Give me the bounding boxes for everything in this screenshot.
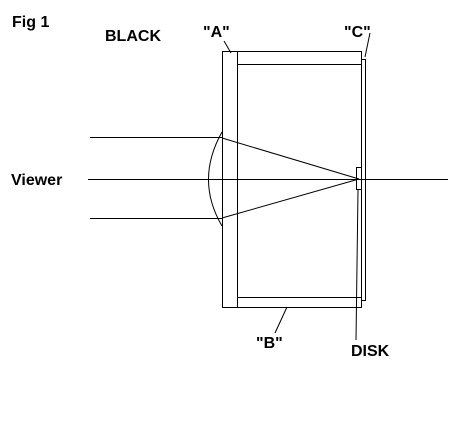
leader-disk <box>355 189 359 341</box>
label-a: "A" <box>203 24 230 41</box>
diagram-lines <box>88 32 448 341</box>
leader-a <box>223 40 232 54</box>
label-black: BLACK <box>105 28 161 45</box>
leader-b <box>274 306 288 334</box>
figure-title: Fig 1 <box>12 14 49 31</box>
leader-c <box>364 32 371 58</box>
label-b: "B" <box>256 335 283 352</box>
cone-top <box>221 137 360 180</box>
top-wall <box>237 51 362 65</box>
label-disk: DISK <box>351 343 390 360</box>
label-viewer: Viewer <box>11 172 62 189</box>
cone-bottom <box>221 178 360 219</box>
bottom-wall <box>237 297 362 308</box>
label-c: "C" <box>344 24 371 41</box>
